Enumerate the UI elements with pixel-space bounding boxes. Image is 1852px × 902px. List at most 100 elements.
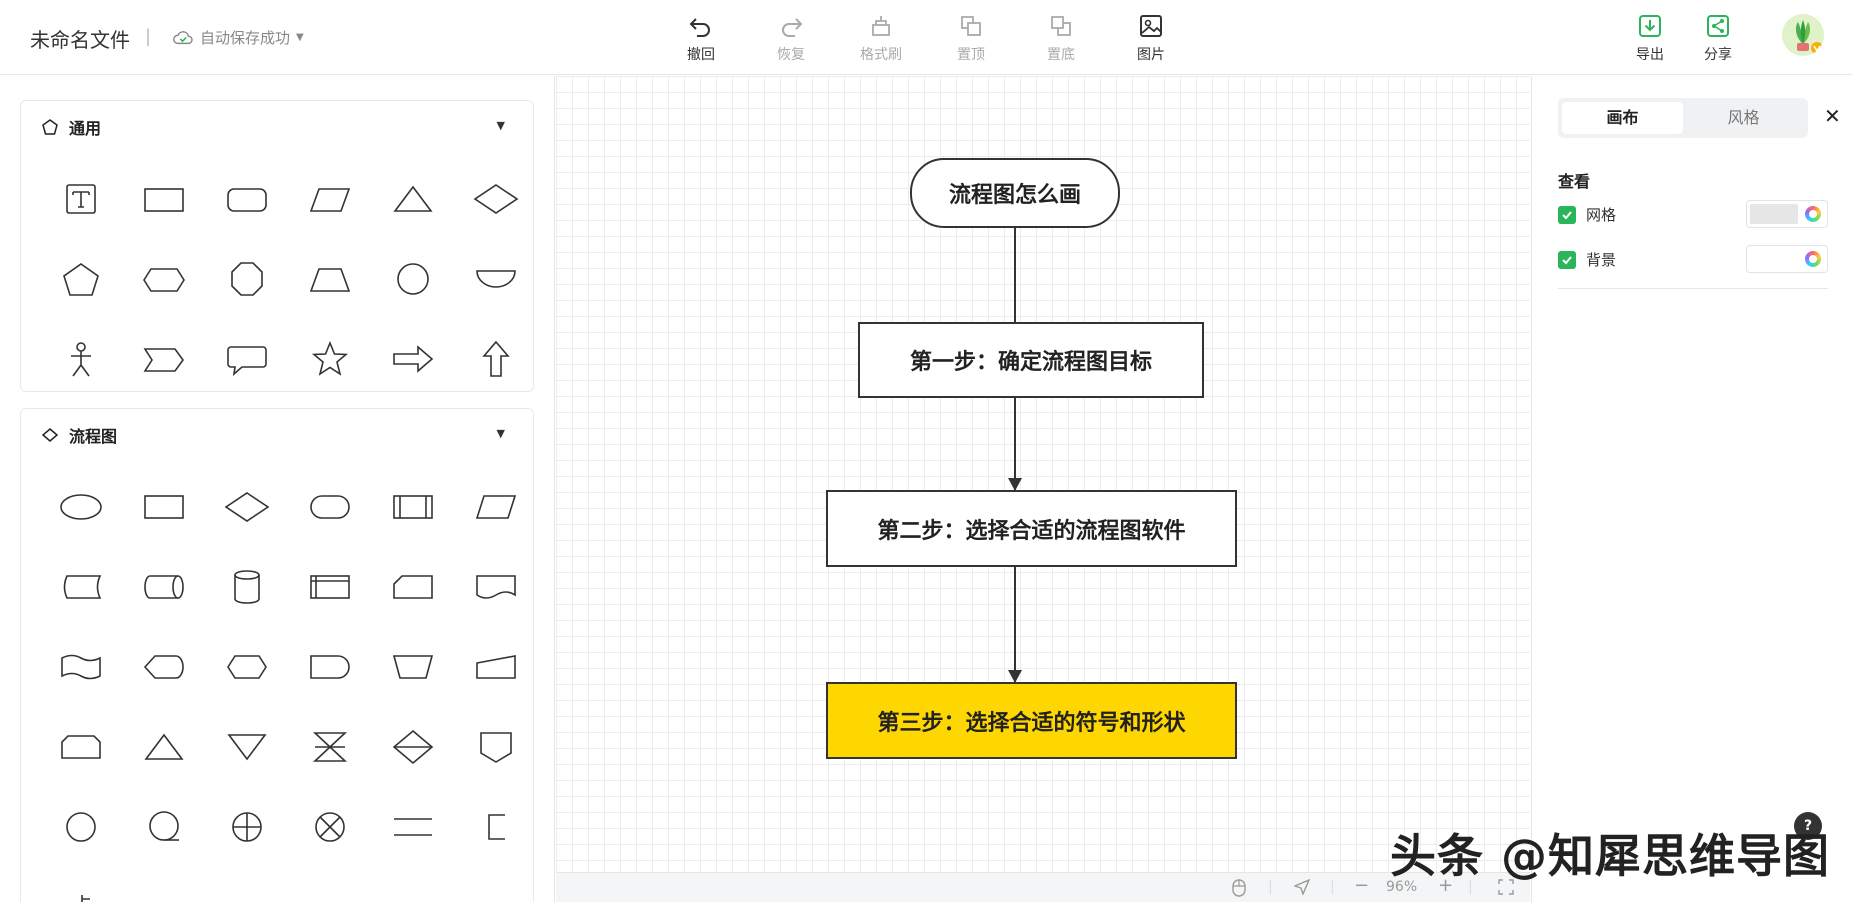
bring-to-front-button[interactable]: 置顶 (936, 12, 1006, 64)
bring-to-front-label: 置顶 (957, 47, 985, 63)
connector-line[interactable] (1014, 567, 1016, 685)
shape-arrow-up[interactable] (454, 319, 537, 399)
close-icon[interactable]: ✕ (1824, 104, 1841, 128)
grid-checkbox[interactable] (1558, 205, 1576, 224)
share-label: 分享 (1704, 47, 1732, 63)
shape-chevron[interactable] (122, 319, 205, 399)
undo-label: 撤回 (687, 47, 715, 63)
background-option[interactable]: 背景 (1558, 249, 1616, 270)
shape-display[interactable] (122, 627, 205, 707)
collapse-caret-icon[interactable]: ▼ (496, 119, 505, 132)
redo-label: 恢复 (777, 47, 805, 63)
shape-manual-operation[interactable] (371, 627, 454, 707)
shape-internal-storage[interactable] (288, 547, 371, 627)
share-button[interactable]: 分享 (1683, 12, 1753, 64)
shape-direct-access-storage[interactable] (122, 547, 205, 627)
rounded-rectangle-icon (226, 188, 267, 212)
shape-extract[interactable] (122, 707, 205, 787)
background-color-swatch (1750, 249, 1798, 269)
shape-speech-bubble[interactable] (205, 319, 288, 399)
shape-star[interactable] (288, 319, 371, 399)
zoom-in-button[interactable]: + (1438, 875, 1454, 896)
send-to-back-button[interactable]: 置底 (1026, 12, 1096, 64)
divider: | (1330, 879, 1335, 895)
format-brush-button[interactable]: 格式刷 (846, 12, 916, 64)
grid-option[interactable]: 网格 (1558, 204, 1616, 225)
shape-or[interactable] (288, 787, 371, 867)
fullscreen-icon[interactable] (1498, 879, 1514, 899)
shape-document[interactable] (454, 547, 537, 627)
save-status-text: 自动保存成功 (200, 29, 291, 47)
undo-button[interactable]: 撤回 (666, 12, 736, 64)
shape-merge[interactable] (205, 707, 288, 787)
shape-hexagon[interactable] (122, 239, 205, 319)
flow-node-step-3[interactable]: 第三步：选择合适的符号和形状 (826, 682, 1237, 759)
pentagon-icon (42, 119, 58, 135)
shape-rounded-rectangle[interactable] (205, 159, 288, 239)
locate-icon[interactable] (1293, 878, 1311, 899)
shape-delay[interactable] (288, 627, 371, 707)
flow-node-step-2[interactable]: 第二步：选择合适的流程图软件 (826, 490, 1237, 567)
document-title[interactable]: 未命名文件 (30, 28, 130, 52)
shape-annotation[interactable] (454, 787, 537, 867)
grid-color-picker[interactable] (1746, 200, 1828, 228)
shape-punched-tape[interactable] (39, 627, 122, 707)
flow-node-step-1[interactable]: 第一步：确定流程图目标 (858, 322, 1204, 398)
shape-parallel-mode[interactable] (371, 787, 454, 867)
shape-trapezoid[interactable] (288, 239, 371, 319)
shape-triangle[interactable] (371, 159, 454, 239)
image-button[interactable]: 图片 (1116, 12, 1186, 64)
shape-manual-input[interactable] (454, 627, 537, 707)
arrow-head-icon (1008, 670, 1022, 683)
title-separator: | (145, 26, 152, 47)
background-checkbox[interactable] (1558, 250, 1576, 269)
shape-bracket[interactable] (39, 867, 122, 902)
redo-button[interactable]: 恢复 (756, 12, 826, 64)
shape-arrow-right[interactable] (371, 319, 454, 399)
shape-sequential-access-storage[interactable] (122, 787, 205, 867)
help-button[interactable]: ? (1794, 812, 1822, 840)
shape-terminator[interactable] (288, 467, 371, 547)
background-color-picker[interactable] (1746, 245, 1828, 273)
shape-database[interactable] (205, 547, 288, 627)
collapse-caret-icon[interactable]: ▼ (496, 427, 505, 440)
send-to-back-icon (1051, 16, 1071, 36)
zoom-out-button[interactable]: − (1354, 875, 1370, 896)
mouse-mode-icon[interactable] (1232, 879, 1246, 901)
shape-ellipse[interactable] (39, 467, 122, 547)
shape-off-page-connector[interactable] (454, 707, 537, 787)
shape-loop-limit[interactable] (39, 707, 122, 787)
shape-sort[interactable] (371, 707, 454, 787)
avatar[interactable] (1782, 14, 1824, 56)
shape-rectangle[interactable] (122, 159, 205, 239)
tab-canvas[interactable]: 画布 (1562, 102, 1683, 134)
general-section-header[interactable]: 通用 (41, 115, 101, 139)
flowchart-section-header[interactable]: 流程图 (41, 423, 117, 447)
shape-decision[interactable] (205, 467, 288, 547)
shape-actor[interactable] (39, 319, 122, 399)
export-button[interactable]: 导出 (1615, 12, 1685, 64)
shape-predefined-process[interactable] (371, 467, 454, 547)
connector-line[interactable] (1014, 228, 1016, 338)
shape-connector[interactable] (39, 787, 122, 867)
shape-diamond[interactable] (454, 159, 537, 239)
circle-icon (396, 263, 429, 295)
shape-collate[interactable] (288, 707, 371, 787)
shape-pentagon[interactable] (39, 239, 122, 319)
shape-preparation[interactable] (205, 627, 288, 707)
shape-circle[interactable] (371, 239, 454, 319)
shape-card[interactable] (371, 547, 454, 627)
shape-summing-junction[interactable] (205, 787, 288, 867)
tab-style[interactable]: 风格 (1727, 108, 1760, 127)
save-status[interactable]: 自动保存成功 ▼ (172, 27, 304, 48)
shape-process[interactable] (122, 467, 205, 547)
shape-stored-data[interactable] (39, 547, 122, 627)
connector-line[interactable] (1014, 398, 1016, 493)
flow-node-start[interactable]: 流程图怎么画 (910, 158, 1120, 228)
diagram-canvas[interactable]: 流程图怎么画 第一步：确定流程图目标 第二步：选择合适的流程图软件 第三步：选择… (556, 76, 1530, 902)
shape-half-circle[interactable] (454, 239, 537, 319)
shape-octagon[interactable] (205, 239, 288, 319)
shape-data[interactable] (454, 467, 537, 547)
shape-parallelogram[interactable] (288, 159, 371, 239)
shape-text[interactable] (39, 159, 122, 239)
